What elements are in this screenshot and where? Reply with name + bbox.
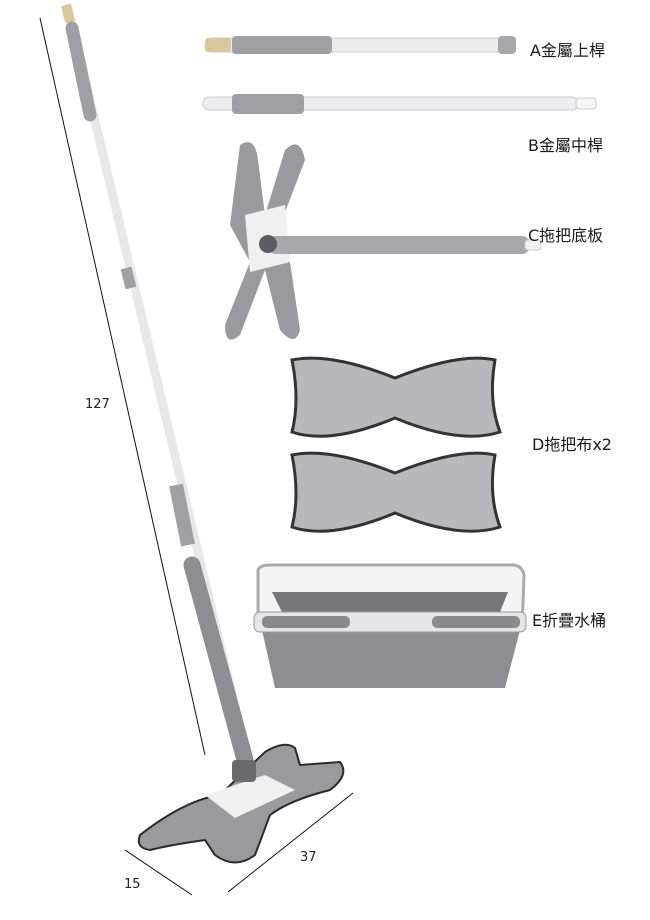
height-dimension: 127	[85, 397, 110, 412]
part-a-upper-pole	[204, 36, 516, 54]
depth-dimension-line	[124, 849, 193, 896]
label-part-b: B金屬中桿	[528, 136, 603, 155]
depth-dimension: 15	[124, 877, 141, 892]
height-dimension-line	[39, 17, 206, 756]
assembled-mop	[61, 3, 345, 864]
part-d-mop-cloths	[290, 356, 502, 533]
label-part-d: D拖把布x2	[532, 435, 612, 454]
width-dimension: 37	[300, 850, 317, 865]
label-part-a: A金屬上桿	[530, 41, 605, 60]
label-part-c: C拖把底板	[528, 226, 604, 245]
part-c-mop-base	[225, 142, 542, 340]
label-part-e: E折疊水桶	[532, 611, 607, 630]
part-b-middle-pole	[202, 94, 597, 114]
part-e-folding-bucket	[253, 563, 527, 688]
width-dimension-line	[227, 792, 354, 893]
